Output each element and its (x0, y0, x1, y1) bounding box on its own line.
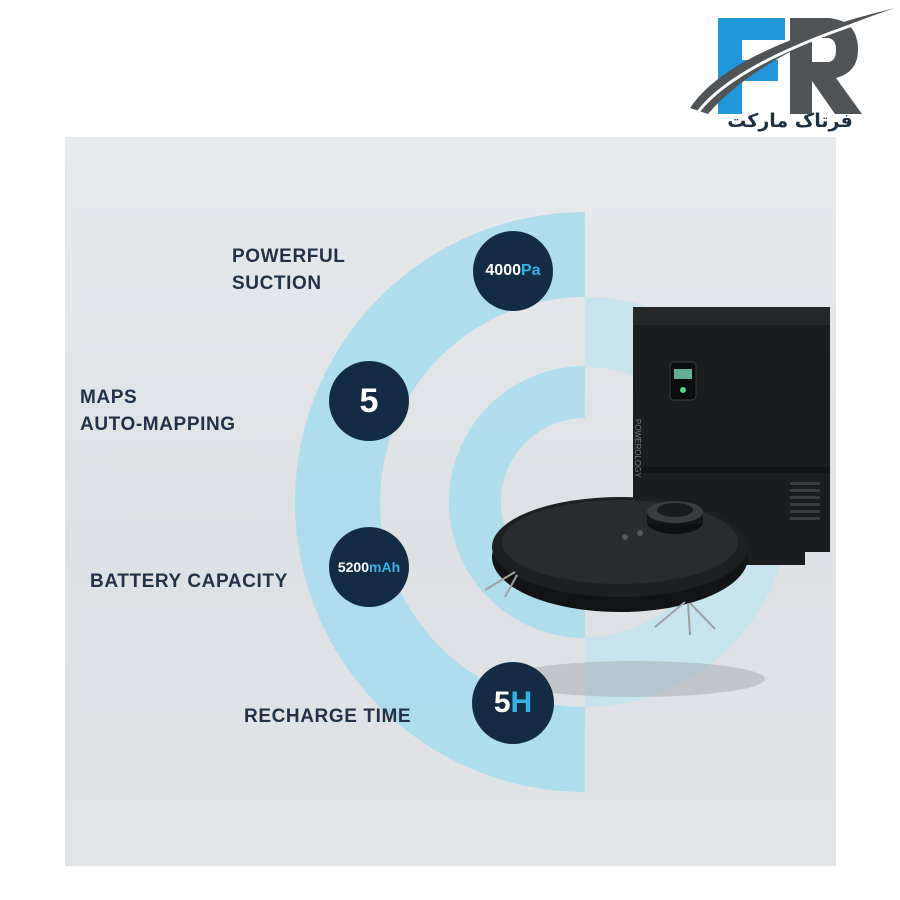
feature-label-maps-line2: AUTO-MAPPING (80, 414, 236, 435)
feature-label-suction-line1: POWERFUL (232, 246, 346, 267)
feature-label-suction: POWERFUL SUCTION (232, 243, 346, 297)
badge-recharge-value: 5 (493, 686, 511, 719)
product-feature-panel: POWERFUL SUCTION MAPS AUTO-MAPPING BATTE… (65, 137, 836, 866)
feature-label-battery: BATTERY CAPACITY (90, 568, 288, 595)
feature-label-battery-line1: BATTERY CAPACITY (90, 571, 288, 592)
feature-label-maps-line1: MAPS (80, 387, 138, 408)
badge-maps: 5 (329, 361, 409, 441)
badge-battery-value: 5200 (337, 559, 370, 575)
robot-vacuum-with-dock-icon: POWEROLOGY (484, 307, 830, 636)
feature-label-recharge: RECHARGE TIME (244, 703, 411, 730)
badge-recharge-unit: H (510, 686, 533, 719)
badge-maps-value: 5 (359, 381, 379, 420)
feature-label-recharge-line1: RECHARGE TIME (244, 706, 412, 727)
badge-suction-value: 4000 (485, 262, 521, 279)
badge-suction-unit: Pa (521, 262, 541, 279)
feature-label-suction-line2: SUCTION (232, 273, 322, 294)
logo-tagline: فرتاک مارکت (727, 110, 853, 132)
dock-brand-text: POWEROLOGY (633, 419, 642, 478)
badge-battery-unit: mAh (369, 559, 401, 575)
feature-label-maps: MAPS AUTO-MAPPING (80, 384, 236, 438)
fartak-market-logo (690, 8, 895, 114)
